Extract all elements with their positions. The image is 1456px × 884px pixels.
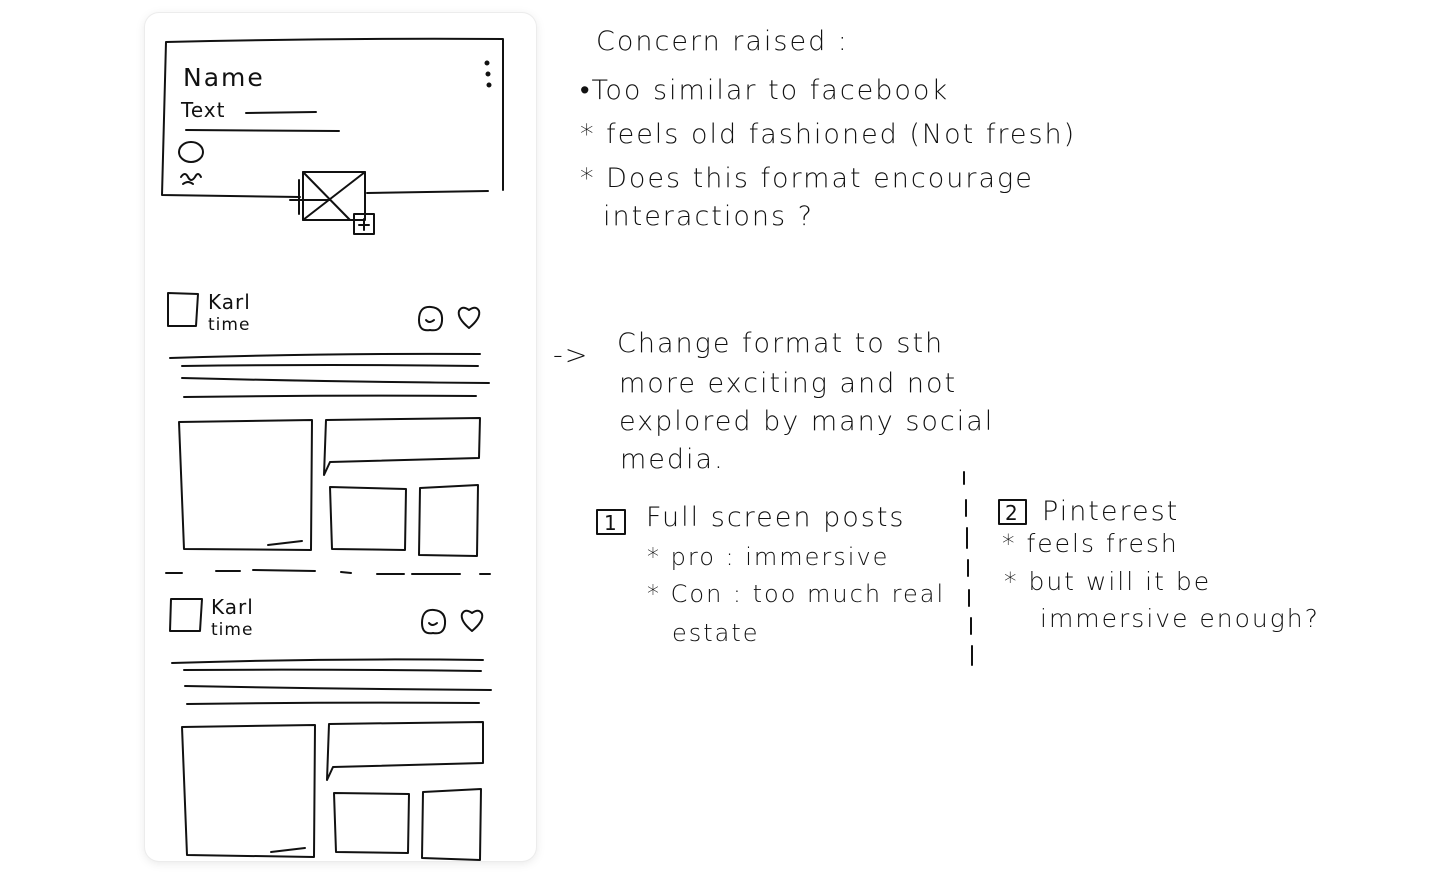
arrow-glyph: ->: [553, 340, 589, 371]
add-image-button[interactable]: [353, 213, 375, 235]
post-card: Karl time: [169, 595, 492, 861]
image-tile[interactable]: [329, 486, 407, 551]
proposal-line: more exciting and not: [619, 368, 957, 399]
post-author[interactable]: Karl: [208, 290, 251, 314]
option-title: Pinterest: [1042, 496, 1179, 527]
concern-item: * feels old fashioned (Not fresh): [580, 119, 1076, 150]
image-tile[interactable]: [333, 792, 410, 854]
option-point: * feels fresh: [1002, 529, 1179, 558]
proposal-line: Change format to sth: [617, 328, 944, 359]
image-tile[interactable]: [323, 417, 481, 476]
image-placeholder-icon[interactable]: [289, 171, 366, 221]
composer-text-label[interactable]: Text: [180, 98, 225, 122]
option-point: * pro : immersive: [647, 543, 889, 571]
post-text-lines: [169, 352, 490, 398]
image-tile[interactable]: [181, 724, 316, 858]
like-icon[interactable]: [457, 306, 481, 329]
image-grid: [178, 417, 481, 557]
avatar[interactable]: [169, 598, 203, 632]
comment-icon[interactable]: [421, 608, 447, 635]
post-card: Karl time: [167, 290, 490, 557]
option-number: 2: [1005, 501, 1020, 525]
image-tile[interactable]: [178, 419, 313, 551]
composer-card: Name Text: [161, 37, 504, 235]
post-time: time: [208, 315, 250, 335]
option-divider: [963, 471, 973, 666]
like-icon[interactable]: [460, 609, 484, 632]
composer-text-lines: [185, 111, 340, 132]
comment-icon[interactable]: [418, 305, 444, 332]
post-divider: [165, 569, 491, 575]
kebab-menu-icon[interactable]: [484, 60, 492, 88]
post-time: time: [211, 620, 253, 640]
post-text-lines: [171, 658, 492, 705]
avatar[interactable]: [167, 292, 199, 327]
post-author[interactable]: Karl: [211, 595, 254, 619]
option-point: * Con : too much real: [647, 580, 945, 608]
image-tile[interactable]: [418, 484, 479, 557]
concern-heading: Concern raised :: [596, 26, 849, 57]
proposal-note: -> Change format to sth more exciting an…: [553, 328, 994, 475]
concern-item: •Too similar to facebook: [580, 75, 949, 106]
attachment-icon[interactable]: [180, 173, 202, 185]
image-tile[interactable]: [326, 721, 484, 781]
concern-item: * Does this format encourage: [580, 163, 1034, 194]
proposal-line: media.: [620, 444, 725, 475]
concerns-note: Concern raised : •Too similar to faceboo…: [580, 26, 1076, 232]
option-pinterest: 2 Pinterest * feels fresh * but will it …: [998, 496, 1320, 633]
phone-frame: [145, 13, 536, 861]
option-number-box: [596, 509, 626, 535]
option-point: immersive enough?: [1040, 604, 1320, 633]
image-tile[interactable]: [421, 788, 482, 861]
option-point: * but will it be: [1004, 567, 1211, 596]
option-number: 1: [604, 511, 619, 535]
image-grid: [181, 721, 484, 861]
option-full-screen: 1 Full screen posts * pro : immersive * …: [596, 502, 945, 647]
option-title: Full screen posts: [646, 502, 905, 533]
option-number-box: [998, 499, 1027, 525]
option-point: estate: [672, 619, 760, 647]
emoji-icon[interactable]: [178, 141, 204, 163]
concern-item: interactions ?: [603, 201, 814, 232]
proposal-line: explored by many social: [619, 406, 994, 437]
composer-name-label: Name: [183, 63, 265, 92]
